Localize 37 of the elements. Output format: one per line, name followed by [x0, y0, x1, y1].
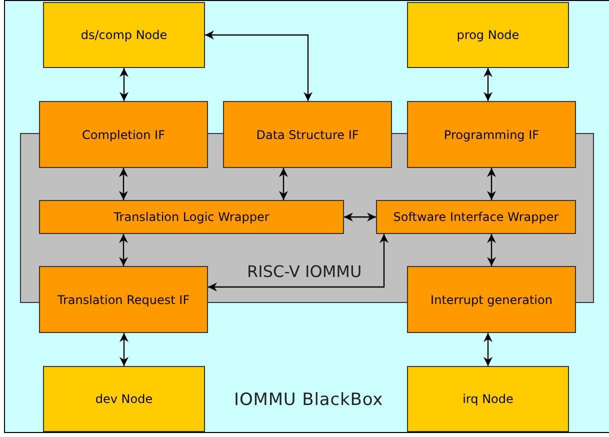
outer-panel — [4, 0, 609, 433]
double-arrow — [487, 168, 496, 200]
module-box — [376, 200, 576, 234]
double-arrow — [484, 333, 492, 366]
node-label: ds/comp Node — [80, 27, 168, 44]
module-label: Completion IF — [82, 126, 165, 144]
module-label: Translation Request IF — [57, 292, 190, 308]
double-arrow — [120, 68, 128, 101]
double-arrow — [344, 212, 376, 222]
double-arrow — [120, 333, 128, 366]
node-box — [407, 2, 569, 68]
module-box — [39, 101, 208, 168]
double-arrow — [484, 68, 492, 101]
double-arrow — [208, 234, 388, 292]
double-arrow — [119, 234, 128, 266]
node-box — [407, 366, 569, 432]
module-box — [407, 101, 576, 168]
double-arrow — [119, 168, 128, 200]
module-label: Programming IF — [444, 126, 540, 144]
module-box — [39, 200, 344, 234]
node-label: dev Node — [95, 391, 153, 408]
module-box — [407, 266, 576, 333]
module-label: Software Interface Wrapper — [393, 209, 559, 226]
panel-title: RISC-V IOMMU — [247, 261, 362, 283]
module-box — [223, 101, 392, 168]
module-box — [39, 266, 208, 333]
node-box — [43, 2, 205, 68]
node-label: irq Node — [462, 391, 514, 408]
double-arrow — [279, 168, 288, 200]
double-arrow — [487, 234, 496, 266]
module-label: Data Structure IF — [256, 126, 359, 144]
node-label: prog Node — [456, 27, 520, 44]
module-label: Interrupt generation — [430, 292, 552, 308]
panel-title: IOMMU BlackBox — [234, 389, 384, 412]
module-label: Translation Logic Wrapper — [114, 209, 270, 226]
double-arrow — [205, 30, 312, 101]
node-box — [43, 366, 205, 432]
